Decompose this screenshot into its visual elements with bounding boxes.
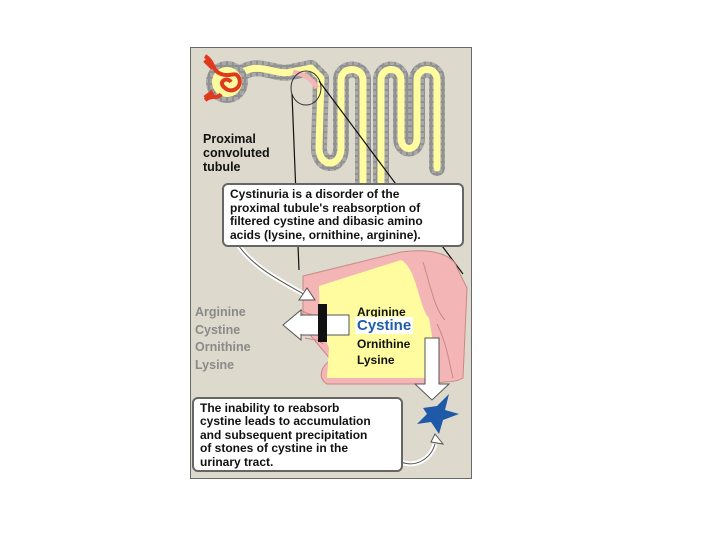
callout-bottom-line-4: of stones of cystine in the (200, 442, 395, 455)
right-amino-ornithine: Ornithine (357, 337, 410, 351)
cystinuria-figure: Proximal convoluted tubule Cystinuria is… (190, 47, 472, 479)
callout-top: Cystinuria is a disorder of the proximal… (222, 183, 464, 247)
left-amino-ornithine: Ornithine (195, 339, 251, 357)
proximal-line-3: tubule (203, 160, 270, 174)
left-amino-lysine: Lysine (195, 357, 251, 375)
proximal-tubule-label: Proximal convoluted tubule (203, 132, 270, 174)
callout-top-line-3: filtered cystine and dibasic amino (230, 215, 456, 229)
callout-bottom-line-1: The inability to reabsorb (200, 402, 395, 415)
callout-bottom-line-3: and subsequent precipitation (200, 429, 395, 442)
callout-bottom-line-2: cystine leads to accumulation (200, 415, 395, 428)
callout-top-line-4: acids (lysine, ornithine, arginine). (230, 229, 456, 243)
right-amino-lysine: Lysine (357, 353, 395, 367)
right-amino-cystine: Cystine (355, 317, 413, 334)
callout-bottom: The inability to reabsorb cystine leads … (192, 397, 403, 472)
left-amino-arginine: Arginine (195, 304, 251, 322)
proximal-line-1: Proximal (203, 132, 270, 146)
proximal-line-2: convoluted (203, 146, 270, 160)
callout-bottom-line-5: urinary tract. (200, 456, 395, 469)
left-amino-list: Arginine Cystine Ornithine Lysine (195, 304, 251, 374)
callout-top-line-1: Cystinuria is a disorder of the (230, 188, 456, 202)
block-bar-icon (318, 304, 327, 342)
left-amino-cystine: Cystine (195, 322, 251, 340)
callout-top-line-2: proximal tubule's reabsorption of (230, 202, 456, 216)
